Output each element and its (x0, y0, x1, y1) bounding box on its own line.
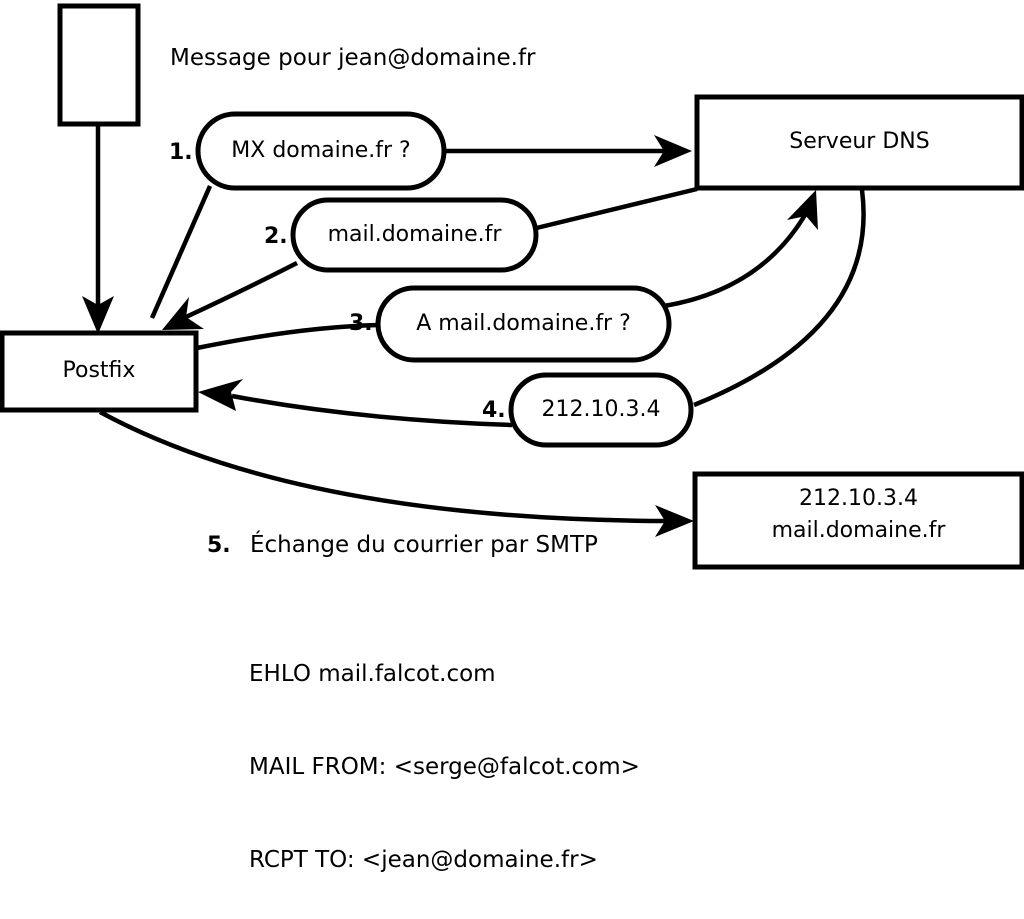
edge-step4-to-postfix (198, 379, 513, 428)
postfix-box[interactable] (0, 330, 199, 413)
smtp-line: EHLO mail.falcot.com (249, 661, 496, 687)
target-mailserver-line2: mail.domaine.fr (771, 518, 946, 543)
step-1-label: MX domaine.fr ? (231, 138, 411, 163)
dns-server-box[interactable] (694, 94, 1024, 191)
step-2-bubble[interactable] (290, 197, 539, 273)
step-3-label: A mail.domaine.fr ? (416, 311, 631, 336)
edge-mua-to-postfix (82, 124, 114, 334)
smtp-transcript: EHLO mail.falcot.com MAIL FROM: <serge@f… (249, 597, 640, 919)
step-3-number: 3. (349, 311, 373, 336)
mua-box[interactable] (57, 3, 141, 127)
message-header-text: Message pour jean@domaine.fr (170, 45, 536, 71)
step-4-bubble[interactable] (508, 372, 694, 448)
edge-step2-to-postfix (162, 260, 299, 330)
dns-server-box-label: Serveur DNS (789, 129, 930, 154)
edge-postfix-to-target (98, 410, 694, 537)
edge-postfix-to-step3 (196, 322, 379, 351)
edge-step3-to-dns (663, 190, 818, 309)
edge-dns-to-step2 (519, 186, 698, 235)
step-4-label: 212.10.3.4 (541, 397, 661, 422)
postfix-box-label: Postfix (62, 358, 136, 383)
step-2-number: 2. (264, 224, 288, 249)
step-1-bubble[interactable] (195, 111, 447, 191)
edge-dns-to-step4 (693, 189, 866, 408)
edge-step1-to-dns (444, 135, 692, 167)
smtp-line: RCPT TO: <jean@domaine.fr> (249, 847, 598, 873)
smtp-line: MAIL FROM: <serge@falcot.com> (249, 754, 640, 780)
step-2-label: mail.domaine.fr (327, 222, 502, 247)
step-3-bubble[interactable] (375, 285, 672, 363)
step-5-number: 5. (207, 533, 231, 558)
target-mailserver-line1: 212.10.3.4 (799, 486, 918, 511)
step-5-label: Échange du courrier par SMTP (250, 532, 598, 558)
target-mailserver-box[interactable] (692, 471, 1024, 570)
step-1-number: 1. (169, 140, 193, 165)
step-4-number: 4. (482, 398, 506, 423)
edge-step1-from-postfix (149, 185, 213, 319)
